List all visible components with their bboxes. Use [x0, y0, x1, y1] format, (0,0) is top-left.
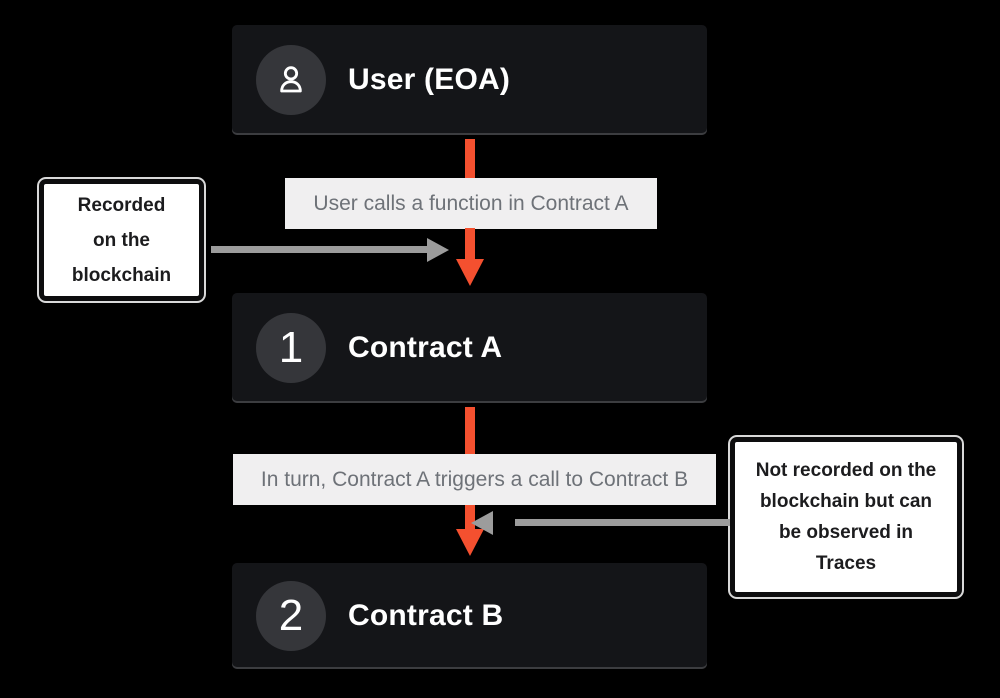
user-badge [256, 45, 326, 115]
note-line: Not recorded on the [755, 460, 937, 481]
note-recorded-on-chain: Recorded on the blockchain [39, 179, 204, 301]
contract-a-badge: 1 [256, 313, 326, 383]
note-line: blockchain [71, 264, 172, 286]
flow-line-label-to-contract-a [465, 228, 475, 261]
node-user-label: User (EOA) [348, 63, 511, 96]
note-line: blockchain but can [759, 491, 933, 512]
down-arrowhead-icon [456, 259, 484, 286]
flow-line-label-to-contract-b [465, 505, 475, 531]
gray-arrow-line [211, 246, 427, 253]
flow-line-contract-a-to-label [465, 407, 475, 455]
node-contract-a-label: Contract A [348, 331, 503, 364]
step-number: 1 [278, 323, 304, 372]
gray-arrow-line [515, 519, 730, 526]
step-number: 2 [278, 591, 304, 640]
left-arrowhead-icon [471, 511, 493, 535]
user-icon [280, 66, 302, 93]
note-not-recorded-traces: Not recorded on the blockchain but can b… [730, 437, 962, 597]
right-arrowhead-icon [427, 238, 449, 262]
node-contract-b-label: Contract B [348, 599, 504, 632]
flow-label-call-b: In turn, Contract A triggers a call to C… [233, 454, 716, 505]
node-contract-b: 2 Contract B [232, 563, 707, 669]
note-line: Recorded [77, 194, 166, 216]
node-contract-a: 1 Contract A [232, 293, 707, 403]
note-line: on the [93, 229, 150, 251]
contract-b-badge: 2 [256, 581, 326, 651]
note-line: Traces [815, 553, 877, 574]
flow-line-user-to-label [465, 139, 475, 180]
flow-label-call-a: User calls a function in Contract A [285, 178, 657, 229]
node-user-eoa: User (EOA) [232, 25, 707, 135]
note-line: be observed in [778, 522, 914, 543]
